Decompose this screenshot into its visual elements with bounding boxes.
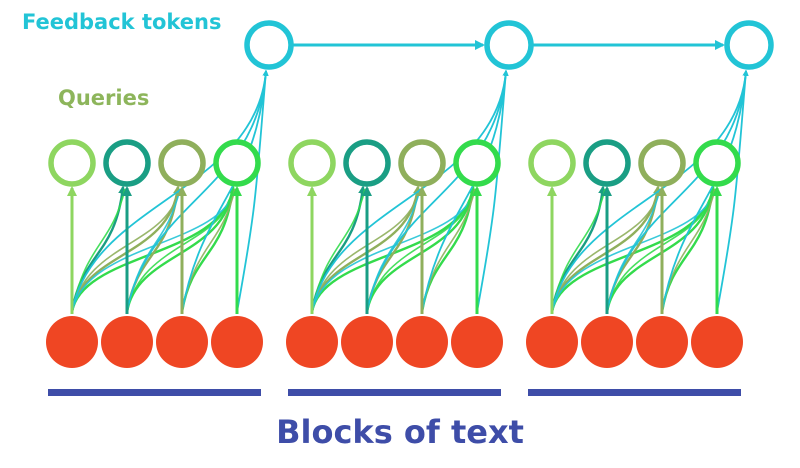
attention-link [365,185,477,313]
query-node [398,139,446,187]
query-node [48,139,96,187]
text-token [46,316,98,368]
feedback-token [724,20,774,70]
query-node [343,139,391,187]
text-token [691,316,743,368]
feedback-link [71,69,269,313]
query-node [453,139,501,187]
feedback-link [366,69,509,313]
feedback-link [661,69,749,313]
text-token [581,316,633,368]
text-token [341,316,393,368]
text-block-bar [48,389,261,396]
text-token [396,316,448,368]
query-node [213,139,261,187]
query-node [158,139,206,187]
text-token [526,316,578,368]
feedback-link [311,69,509,313]
feedback-link [476,69,509,313]
text-token [286,316,338,368]
query-node [693,139,741,187]
query-node [528,139,576,187]
text-block-bar [288,389,501,396]
attention-link [125,185,237,313]
attention-link [605,185,717,313]
feedback-link [236,69,269,313]
query-node [288,139,336,187]
feedback-link [551,69,749,313]
feedback-link [181,69,269,313]
query-node [583,139,631,187]
feedback-token [484,20,534,70]
text-block-bar [528,389,741,396]
nodes [46,20,774,396]
text-token [101,316,153,368]
feedback-link [606,69,749,313]
text-token [156,316,208,368]
queries-label: Queries [58,86,150,110]
text-token [636,316,688,368]
attention-links [70,69,749,313]
feedback-token [244,20,294,70]
query-arrows [66,185,723,314]
text-token [451,316,503,368]
feedback-link [126,69,269,313]
blocks-of-text-label: Blocks of text [276,413,524,451]
text-token [211,316,263,368]
feedback-tokens-label: Feedback tokens [22,10,222,34]
feedback-link [421,69,509,313]
feedback-link [716,69,749,313]
query-node [103,139,151,187]
query-node [638,139,686,187]
